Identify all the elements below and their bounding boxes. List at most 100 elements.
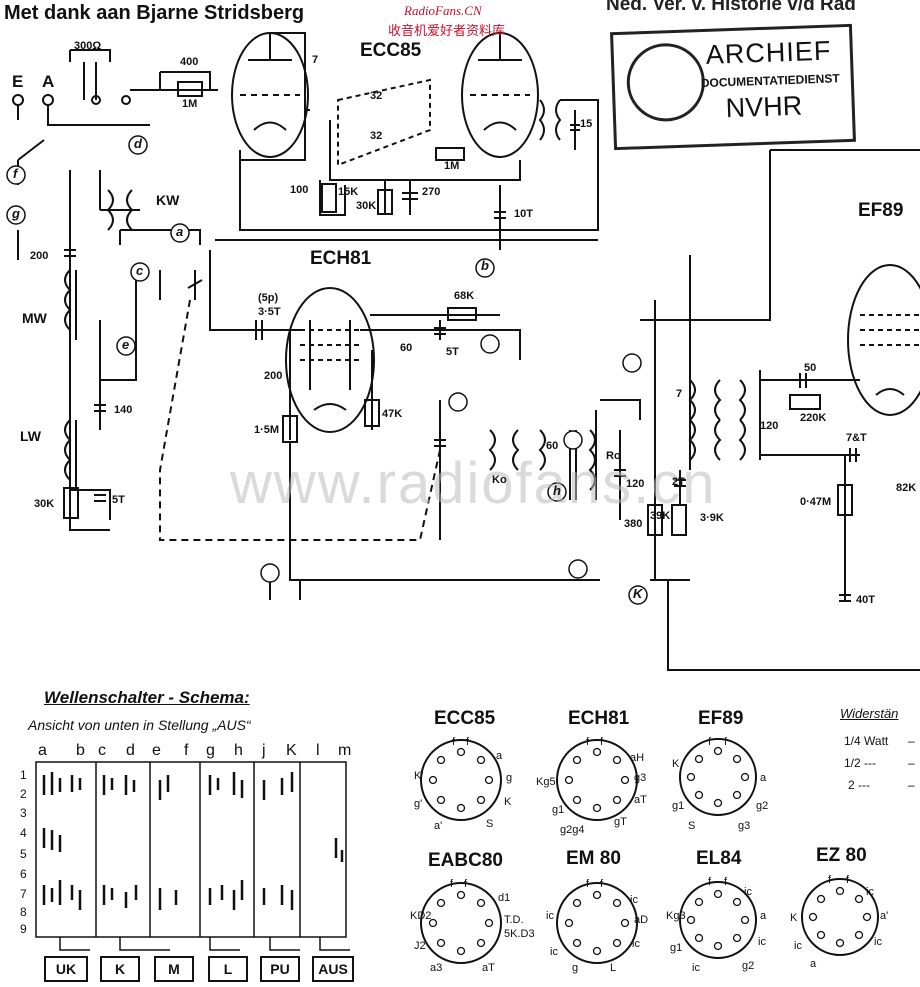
pin-label: g' (414, 798, 423, 810)
component-label: 140 (114, 404, 133, 416)
position-m: M (154, 956, 194, 982)
component-label: 220K (800, 412, 827, 424)
schema-row-label: 8 (20, 905, 27, 919)
switch-schema-title: Wellenschalter - Schema: (44, 688, 250, 707)
resistor-legend-row: 1/4 Watt (844, 734, 889, 748)
component-label: 39K (650, 510, 671, 522)
band-label-kw: KW (156, 192, 180, 208)
schema-column-label: K (286, 742, 297, 759)
schema-row-label: 2 (20, 787, 27, 801)
pinout-title-em80: EM 80 (566, 848, 621, 869)
pin-label: aT (482, 962, 495, 974)
pin-label: 5K.D3 (504, 928, 535, 940)
component-label: 120 (626, 478, 645, 490)
pin-label: S (486, 818, 494, 830)
schema-column-label: e (152, 742, 161, 759)
switch-letter: a (176, 224, 184, 239)
stamp-logo-icon (625, 42, 707, 123)
pin-label: ic (874, 936, 882, 948)
pin-label: ic (630, 894, 638, 906)
component-label: 30K (34, 498, 55, 510)
schema-row-label: 9 (20, 922, 27, 936)
position-uk: UK (44, 956, 88, 982)
pin-label: f (586, 878, 590, 890)
component-label: Ko (492, 474, 507, 486)
component-label: 32 (370, 130, 383, 142)
schema-column-label: l (316, 742, 320, 759)
resistor-legend-mark: – (908, 734, 915, 748)
component-label: 40T (856, 594, 875, 606)
position-k: K (100, 956, 140, 982)
pinout-title-ef89: EF89 (698, 708, 744, 729)
pin-label: K (790, 912, 798, 924)
component-label: 10T (514, 208, 533, 220)
schema-row-label: 1 (20, 768, 27, 782)
resistor-legend-row: 2 --- (848, 778, 870, 792)
component-label: 30K (356, 200, 377, 212)
pin-label: a (496, 750, 503, 762)
schema-column-label: a (38, 742, 47, 759)
pin-label: J2 (414, 940, 426, 952)
pin-label: a' (434, 820, 443, 832)
schema-column-label: g (206, 742, 215, 759)
pinout-title-el84: EL84 (696, 848, 742, 869)
switch-letter: g (12, 206, 20, 221)
switch-letter: h (553, 483, 561, 498)
component-label: 7 (676, 388, 683, 400)
pin-label: ic (744, 886, 752, 898)
component-label: 200 (264, 370, 283, 382)
pin-label: a3 (430, 962, 443, 974)
schema-row-label: 3 (20, 806, 27, 820)
credit-heading: Met dank aan Bjarne Stridsberg (4, 2, 305, 24)
switch-schema-subtitle: Ansicht von unten in Stellung „AUS“ (28, 717, 251, 733)
band-label-lw: LW (20, 428, 41, 444)
pin-label: g (572, 962, 579, 974)
pin-label: aT (634, 794, 647, 806)
pin-label: g2g4 (560, 824, 585, 836)
pin-label: g1 (672, 800, 685, 812)
pin-label: ic (546, 910, 554, 922)
pin-label: f (828, 874, 832, 886)
schema-column-label: d (126, 742, 135, 759)
pin-label: f (724, 736, 728, 748)
pin-label: f (586, 736, 590, 748)
switch-letter: d (134, 136, 142, 151)
site-watermark-en: RadioFans.CN (404, 3, 482, 18)
component-label: 7 (312, 54, 319, 66)
switch-letter: K (633, 586, 643, 601)
grey-watermark: www.radiofans.cn (230, 451, 717, 516)
pin-label: f (724, 876, 728, 888)
component-label: 400 (180, 56, 199, 68)
pin-label: g3 (634, 772, 647, 784)
schema-column-label: m (338, 742, 352, 759)
pin-label: S (688, 820, 696, 832)
pin-label: K' (414, 770, 424, 782)
pin-label: Kg5 (536, 776, 556, 788)
pin-label: ic (550, 946, 558, 958)
pin-label: f (600, 878, 604, 890)
component-label: 15 (580, 118, 593, 130)
archive-stamp: ARCHIEF DOCUMENTATIEDIENST NVHR (610, 23, 856, 151)
pin-label: f (464, 878, 468, 890)
schema-row-label: 6 (20, 867, 27, 881)
pin-label: f (466, 736, 470, 748)
resistor-legend-mark: – (908, 756, 915, 770)
component-label: Ro (606, 450, 621, 462)
component-label: 2T (672, 476, 685, 488)
pin-label: a (810, 958, 817, 970)
pin-label: gT (614, 816, 627, 828)
pinout-title-ech81: ECH81 (568, 708, 630, 729)
tube-label-ecc85: ECC85 (360, 40, 422, 61)
pin-label: f (450, 878, 454, 890)
pin-label: ic (692, 962, 700, 974)
schema-column-label: b (76, 742, 85, 759)
pin-label: KD2 (410, 910, 432, 922)
stamp-line-3: NVHR (725, 90, 803, 124)
schema-column-label: c (98, 742, 106, 759)
component-label: 5T (446, 346, 459, 358)
pin-label: L (610, 962, 617, 974)
pin-label: a' (880, 910, 889, 922)
pin-label: K (504, 796, 512, 808)
tube-label-ech81: ECH81 (310, 248, 372, 269)
pinout-title-ez80: EZ 80 (816, 845, 867, 866)
